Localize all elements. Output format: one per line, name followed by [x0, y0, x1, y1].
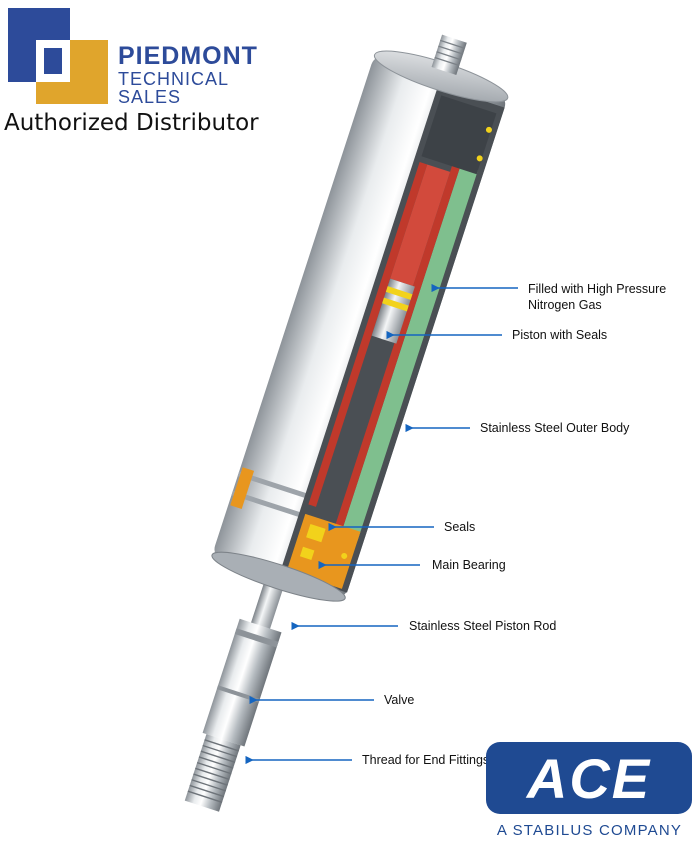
- ace-wordmark: ACE: [525, 747, 651, 810]
- callout-nitrogen-gas: Filled with High Pressure Nitrogen Gas: [528, 281, 666, 313]
- authorized-distributor-tagline: Authorized Distributor: [4, 110, 259, 136]
- inner-tube: [308, 161, 428, 507]
- top-end-block: [421, 95, 497, 175]
- leader-lines: [245, 283, 518, 765]
- piedmont-wordmark: PIEDMONT TECHNICAL SALES: [118, 42, 258, 107]
- spring-assembly: [184, 34, 509, 812]
- brand-line1: PIEDMONT: [118, 42, 258, 70]
- callout-gas-line2: Nitrogen Gas: [528, 298, 602, 312]
- bearing-seal: [306, 523, 326, 543]
- valve-fitting: [202, 618, 282, 747]
- nitrogen-gas: [340, 164, 478, 542]
- callout-thread: Thread for End Fittings: [362, 753, 490, 767]
- callout-seals: Seals: [444, 520, 476, 534]
- callout-valve: Valve: [384, 693, 415, 707]
- piston-seal-1: [385, 286, 413, 300]
- piedmont-p-icon: [8, 8, 108, 104]
- bottom-cap: [211, 551, 346, 602]
- ace-subtitle: A STABILUS COMPANY: [496, 822, 683, 839]
- main-bearing: [286, 513, 361, 589]
- callout-piston: Piston with Seals: [512, 328, 608, 342]
- callout-gas-line1: Filled with High Pressure: [528, 282, 667, 296]
- brand-line2: TECHNICAL: [118, 69, 230, 89]
- piedmont-logo: PIEDMONT TECHNICAL SALES Authorized Dist…: [0, 0, 300, 150]
- brand-line3: SALES: [118, 87, 182, 107]
- callout-piston-rod: Stainless Steel Piston Rod: [409, 619, 557, 633]
- end-thread: [184, 734, 241, 812]
- callout-outer-body: Stainless Steel Outer Body: [480, 421, 630, 435]
- ace-logo: ACE: [486, 742, 692, 814]
- piston-seal-2: [382, 297, 409, 312]
- callout-main-bearing: Main Bearing: [432, 558, 506, 572]
